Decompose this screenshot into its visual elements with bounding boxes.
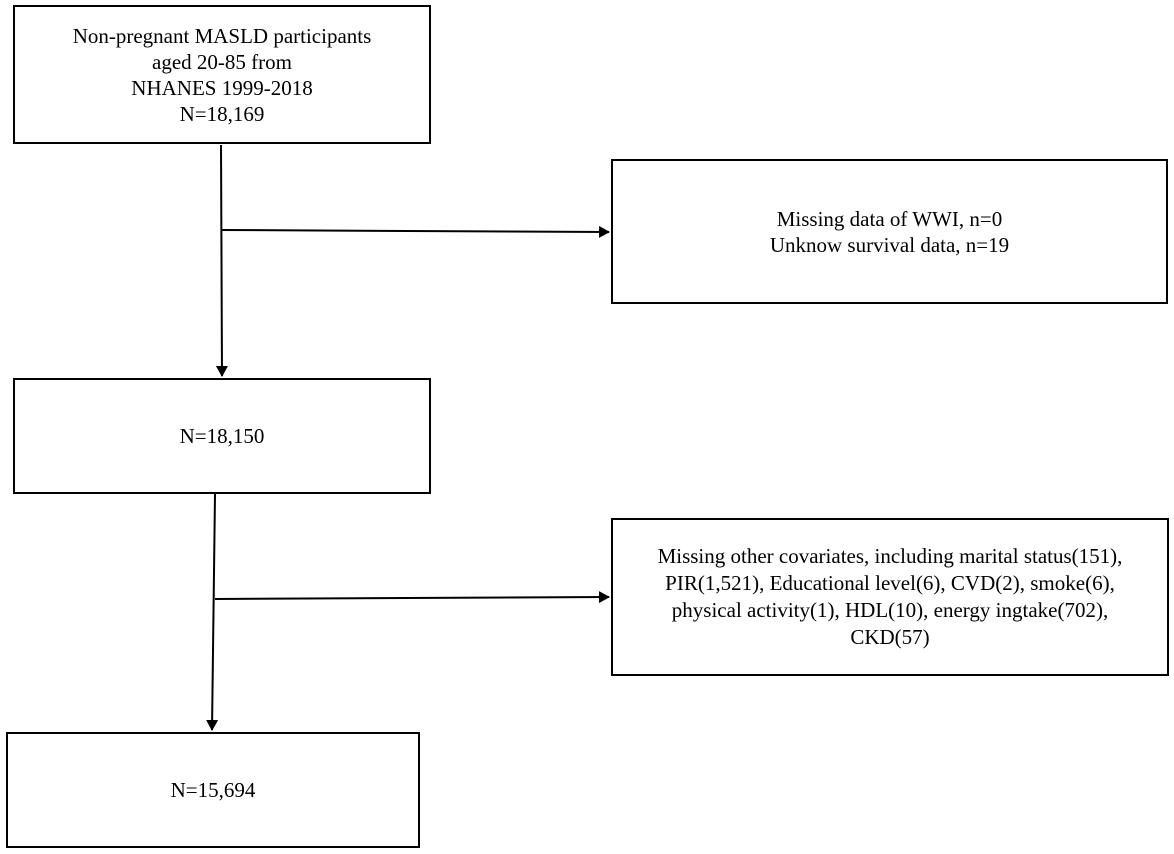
exclusion-box-2: Missing other covariates, including mari…	[611, 518, 1169, 676]
exclusion2-line-1: Missing other covariates, including mari…	[657, 544, 1123, 568]
exclusion-box-1: Missing data of WWI, n=0 Unknow survival…	[611, 159, 1168, 304]
arrow-step2-to-final	[206, 493, 219, 731]
arrow-start-to-step2	[215, 144, 228, 377]
arrow-to-exclusion1	[220, 225, 610, 238]
start-population-box: Non-pregnant MASLD participants aged 20-…	[13, 5, 431, 144]
final-population-box: N=15,694	[6, 732, 420, 848]
exclusion2-line-4: CKD(57)	[850, 625, 930, 649]
step2-line-1: N=18,150	[179, 424, 265, 448]
exclusion2-line-2: PIR(1,521), Educational level(6), CVD(2)…	[665, 571, 1115, 595]
exclusion1-line-1: Missing data of WWI, n=0	[776, 206, 1003, 231]
intermediate-population-box: N=18,150	[13, 378, 431, 494]
start-line-3: NHANES 1999-2018	[131, 75, 313, 100]
exclusion2-line-3: physical activity(1), HDL(10), energy in…	[671, 598, 1109, 622]
start-line-2: aged 20-85 from	[152, 49, 292, 74]
final-line-1: N=15,694	[170, 778, 256, 802]
start-line-1: Non-pregnant MASLD participants	[72, 23, 372, 48]
arrow-to-exclusion2	[214, 591, 610, 604]
start-line-4: N=18,169	[179, 101, 265, 126]
exclusion1-line-2: Unknow survival data, n=19	[769, 232, 1010, 257]
